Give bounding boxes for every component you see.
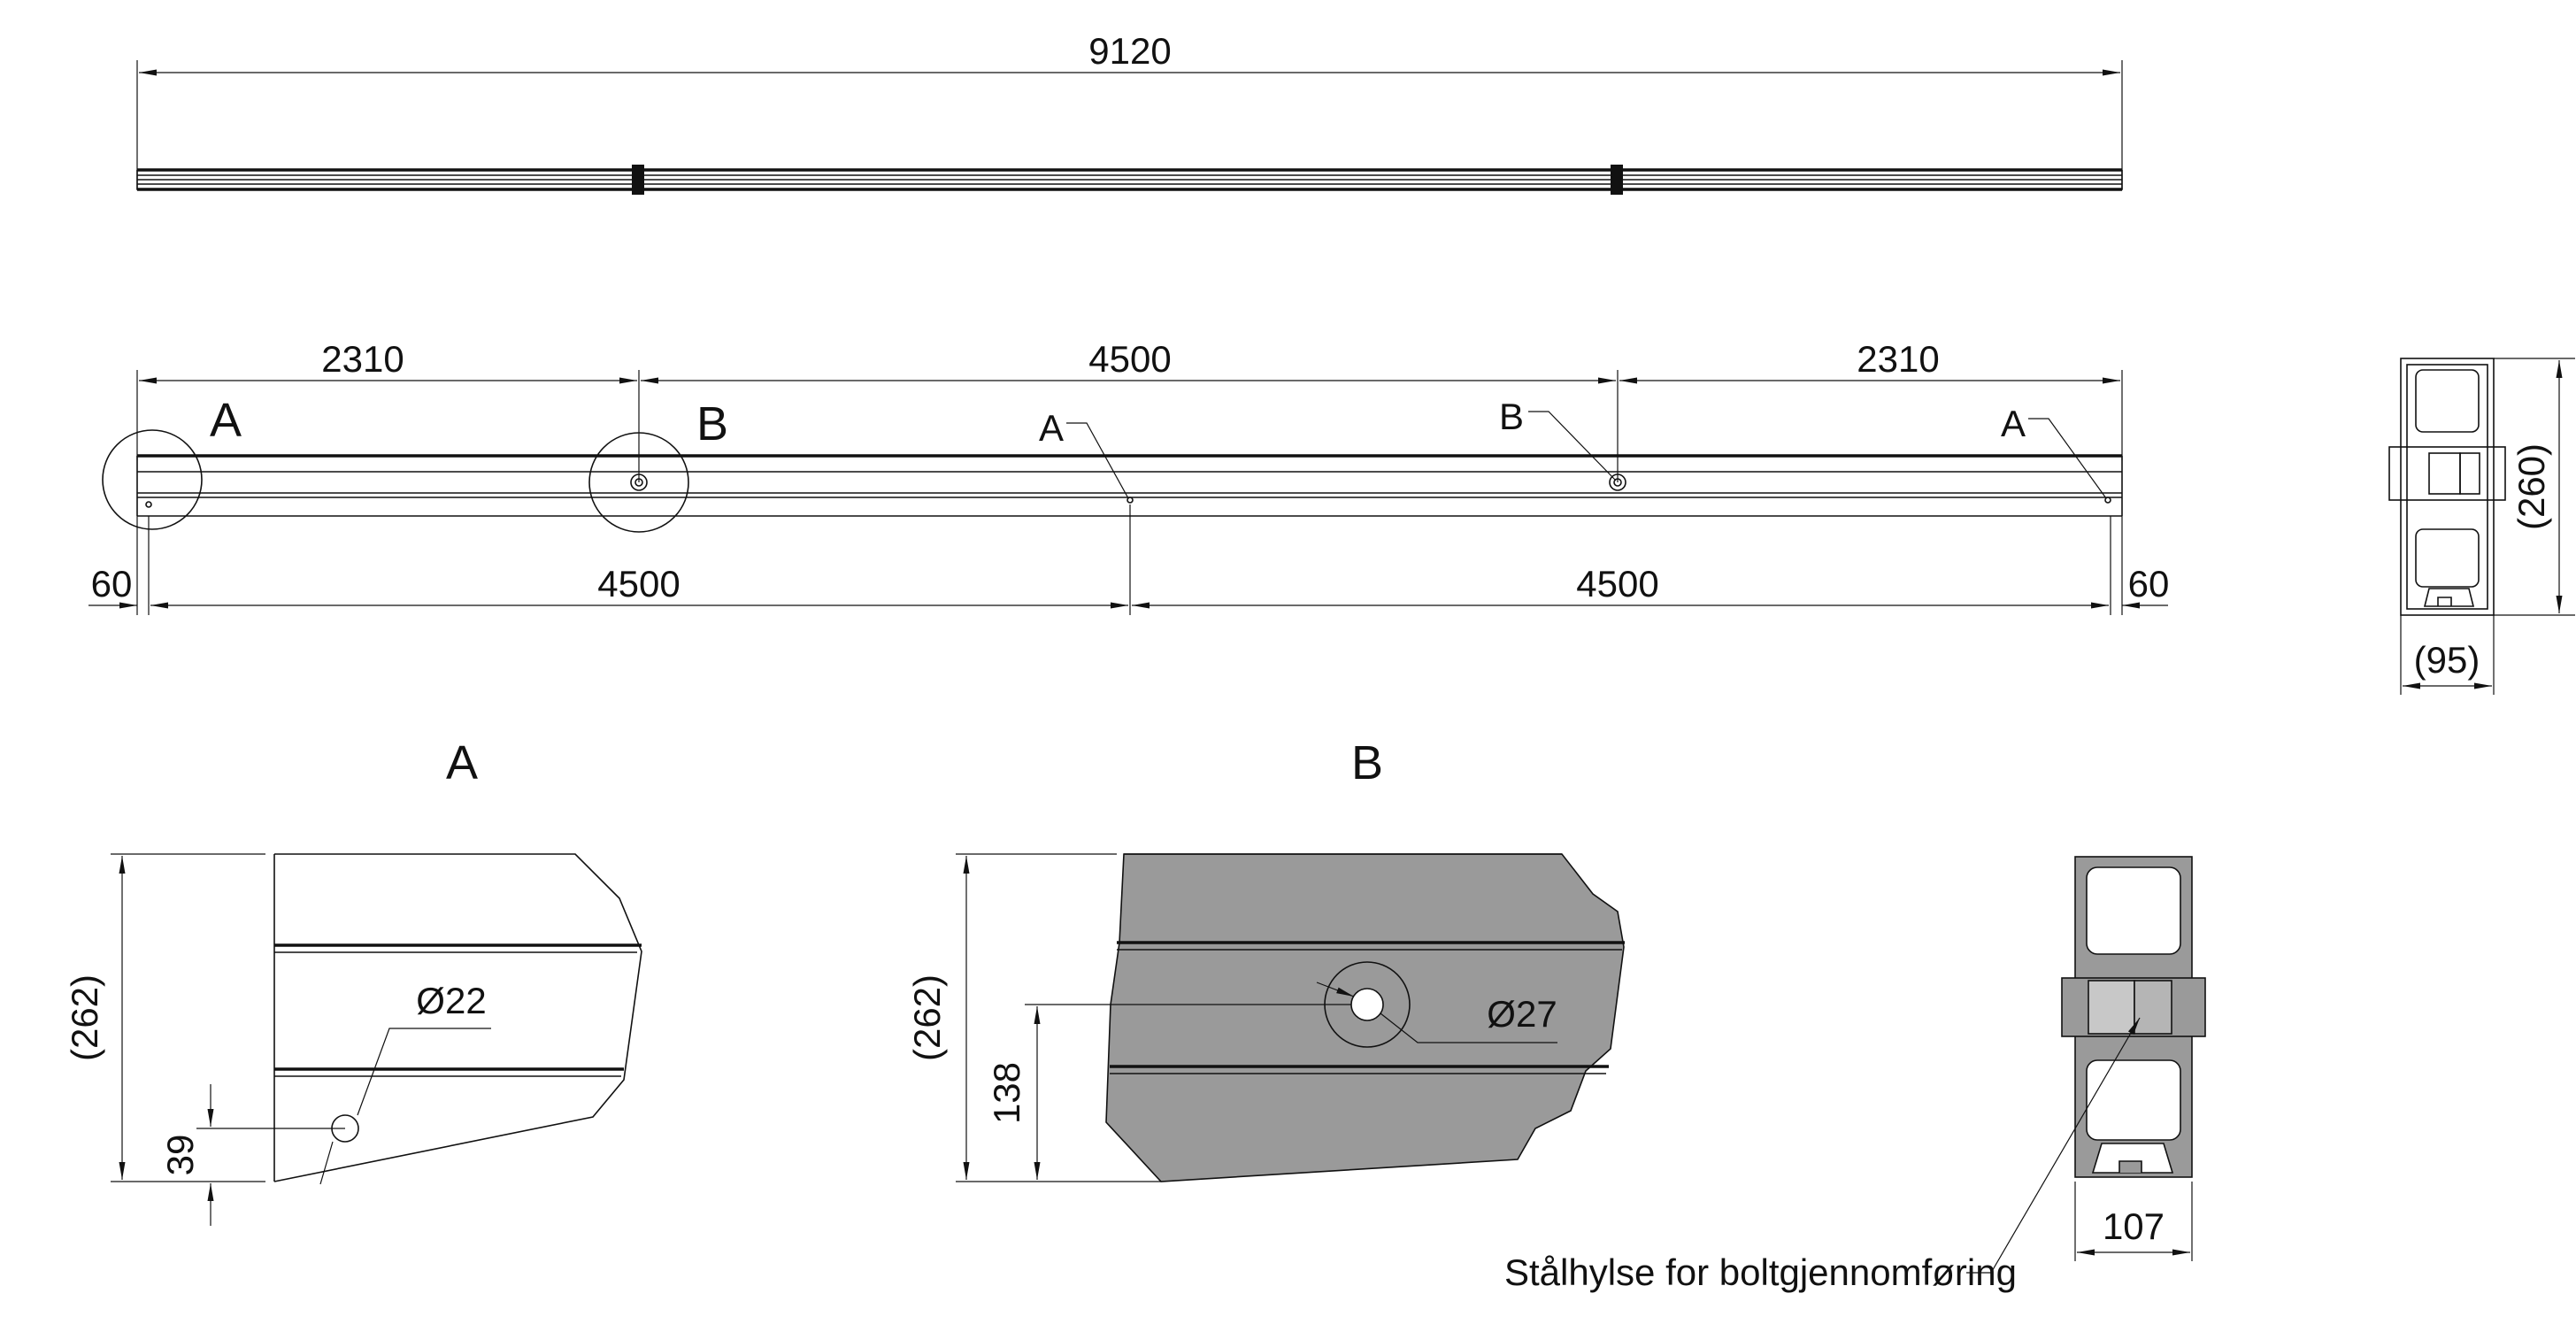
overall-length-label: 9120 xyxy=(1088,30,1171,72)
detail-mark-a-large: A xyxy=(210,394,242,447)
detail-b-hole xyxy=(1350,988,1384,1021)
dim-60-right: 60 xyxy=(2128,563,2170,604)
detail-a-offset-label: 39 xyxy=(159,1135,201,1176)
detail-mark-b-right: B xyxy=(1499,396,1524,437)
dim-4500-lower-left: 4500 xyxy=(597,563,680,604)
detail-a-circle xyxy=(102,429,203,530)
detail-b-circle xyxy=(588,432,689,533)
dim-60-left: 60 xyxy=(91,563,133,604)
detail-b-title: B xyxy=(1351,736,1383,789)
detail-a-title: A xyxy=(446,736,478,789)
dim-2310-right: 2310 xyxy=(1857,338,1939,380)
sleeve-section-width-label: 107 xyxy=(2103,1205,2165,1247)
steel-sleeve xyxy=(2088,980,2135,1035)
dim-4500-upper: 4500 xyxy=(1088,338,1171,380)
top-view: 9120 xyxy=(136,30,2123,195)
detail-a: A (262) 39 Ø22 xyxy=(64,736,642,1226)
detail-b-height-label: (262) xyxy=(906,974,948,1061)
detail-b: B (262) 138 Ø27 xyxy=(906,736,1625,1182)
detail-mark-a-right: A xyxy=(2001,403,2026,444)
detail-mark-a-middle: A xyxy=(1039,407,1064,449)
dim-4500-lower-right: 4500 xyxy=(1576,563,1658,604)
detail-mark-b-large: B xyxy=(696,397,728,450)
detail-b-offset-label: 138 xyxy=(986,1062,1027,1124)
detail-b-diameter-label: Ø27 xyxy=(1487,993,1557,1035)
sleeve-callout: Stålhylse for boltgjennomføring xyxy=(1504,1251,2017,1293)
end-section-width-label: (95) xyxy=(2414,639,2480,681)
side-view: 2310 4500 2310 A B A B A xyxy=(88,338,2169,615)
sleeve-section: 107 Stålhylse for boltgjennomføring xyxy=(1504,856,2206,1293)
detail-a-diameter-label: Ø22 xyxy=(416,980,486,1021)
end-section: (260) (95) xyxy=(2388,358,2575,695)
beam-top-profile xyxy=(136,165,2123,195)
dim-2310-left: 2310 xyxy=(321,338,404,380)
end-section-height-label: (260) xyxy=(2511,443,2552,530)
detail-a-height-label: (262) xyxy=(64,974,105,1061)
